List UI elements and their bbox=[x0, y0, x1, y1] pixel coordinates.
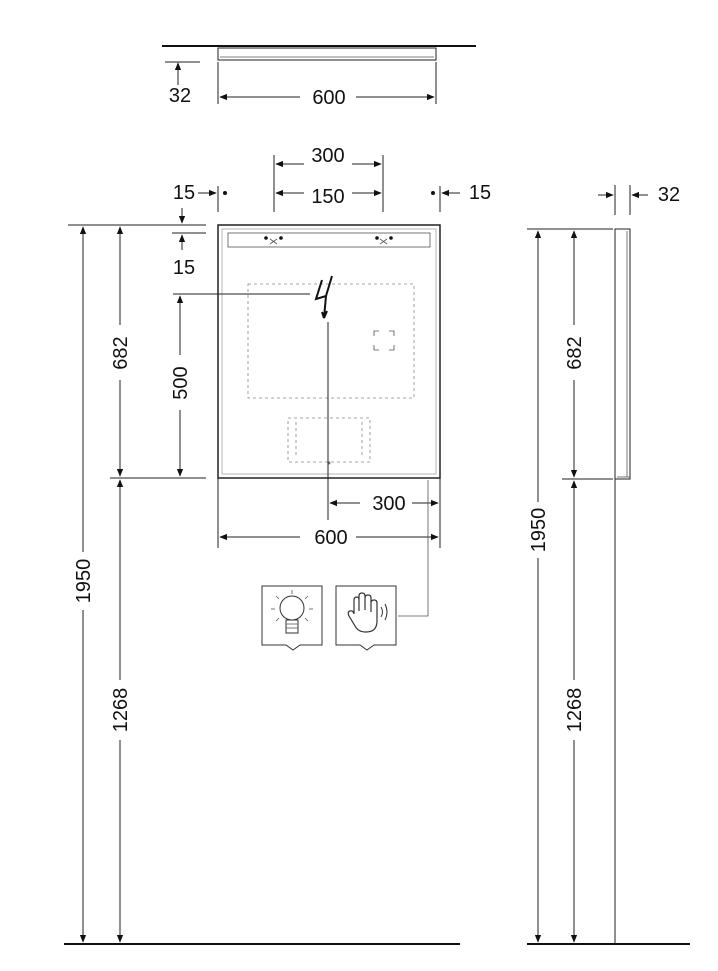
light-bulb-icon bbox=[261, 585, 323, 651]
installation-zone bbox=[247, 283, 415, 399]
lower-box bbox=[287, 417, 371, 463]
top-view: 32 600 bbox=[162, 45, 476, 109]
side-depth-label: 32 bbox=[658, 184, 680, 206]
mirror-height-label: 682 bbox=[110, 336, 132, 369]
cable-line bbox=[398, 480, 429, 617]
mirror-outline bbox=[217, 224, 441, 479]
top-width-label: 600 bbox=[312, 87, 345, 109]
front-view: 300 150 15 15 15 682 500 19 bbox=[64, 145, 491, 945]
cable-offset-label: 300 bbox=[372, 493, 405, 515]
side-floor-top-label: 1950 bbox=[528, 508, 550, 553]
edge-right-label: 15 bbox=[469, 182, 491, 204]
side-view: 32 682 1950 1268 bbox=[527, 184, 690, 945]
zone-height-label: 500 bbox=[170, 366, 192, 399]
mirror-plan-outline bbox=[217, 47, 437, 61]
floor-top-label: 1950 bbox=[73, 559, 95, 604]
fixing-point-left bbox=[264, 236, 283, 245]
top-depth-label: 32 bbox=[169, 85, 191, 107]
hand-sensor-icon bbox=[335, 585, 397, 651]
sensor-bracket bbox=[373, 330, 395, 351]
edge-left-label: 15 bbox=[173, 182, 195, 204]
fixing-point-right bbox=[375, 236, 393, 245]
floor-bottom-label: 1268 bbox=[110, 688, 132, 733]
side-floor-bottom-label: 1268 bbox=[564, 688, 586, 733]
power-connection-icon bbox=[314, 275, 333, 319]
bottom-width-label: 600 bbox=[314, 527, 347, 549]
side-mirror-height-label: 682 bbox=[564, 336, 586, 369]
mirror-inner-frame bbox=[221, 228, 437, 475]
spacing-inner-label: 150 bbox=[311, 186, 344, 208]
top-light-strip bbox=[227, 232, 431, 248]
edge-top-label: 15 bbox=[173, 257, 195, 279]
spacing-outer-label: 300 bbox=[311, 145, 344, 167]
mirror-profile bbox=[614, 228, 631, 480]
